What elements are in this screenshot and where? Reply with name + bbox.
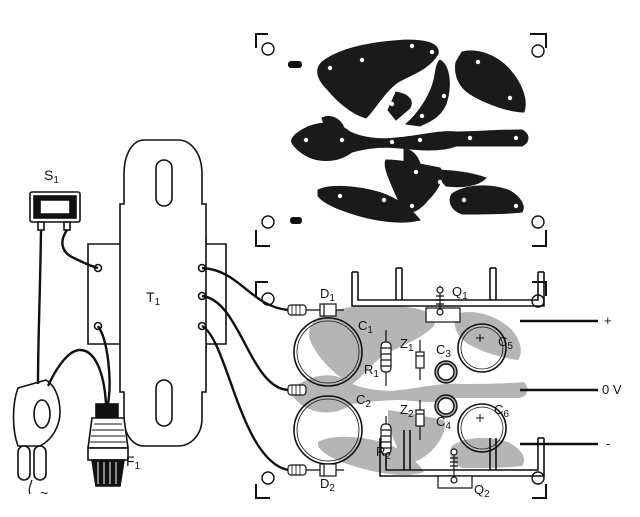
diode-d2 — [287, 463, 344, 477]
switch-s1 — [29, 191, 81, 231]
label-c1: C1 — [358, 318, 373, 336]
label-t1: T1 — [146, 289, 161, 308]
label-c2: C2 — [356, 392, 371, 410]
capacitor-c4 — [434, 394, 458, 418]
capacitor-c1 — [293, 317, 363, 387]
component-labels: S1 T1 F1 D1 D2 Q1 Q2 C1 C2 C3 C4 C5 C6 R… — [44, 167, 513, 500]
label-c4: C4 — [436, 414, 451, 432]
label-q2: Q2 — [474, 482, 490, 500]
label-d2: D2 — [320, 476, 335, 494]
label-r2: R2 — [376, 444, 391, 462]
resistor-r2 — [380, 416, 392, 466]
label-c5: C5 — [498, 334, 513, 352]
pcb-mounting-holes — [261, 42, 545, 229]
center-tap-link — [287, 384, 307, 396]
terminal-minus: - — [606, 436, 610, 451]
fuse-holder-f1 — [87, 403, 129, 487]
terminal-ac-mains: ~ — [40, 485, 48, 501]
board-corner-marks — [255, 281, 547, 499]
label-c3: C3 — [436, 342, 451, 360]
component-board — [255, 267, 598, 499]
power-plug — [12, 379, 61, 481]
terminal-labels: + 0 V - ~ — [40, 313, 622, 501]
pcb-copper-layout — [255, 33, 547, 247]
copper-shadow — [291, 305, 528, 475]
pcb-corner-marks — [255, 33, 547, 247]
transistor-q2 — [437, 448, 473, 489]
zener-z1 — [415, 340, 425, 380]
transformer-t1 — [87, 139, 227, 447]
label-z2: Z2 — [400, 402, 414, 420]
resistor-r1 — [380, 330, 392, 386]
heatsink-q1 — [351, 267, 545, 307]
capacitor-c6 — [457, 403, 507, 453]
pcb-drill-holes — [303, 43, 519, 209]
capacitor-c5 — [457, 323, 507, 373]
pcb-slot-pads — [288, 61, 302, 224]
terminal-plus: + — [604, 313, 612, 328]
label-z1: Z1 — [400, 336, 414, 354]
label-d1: D1 — [320, 286, 335, 304]
label-c6: C6 — [494, 402, 509, 420]
wiring — [28, 229, 289, 495]
label-r1: R1 — [364, 362, 379, 380]
pcb-traces — [291, 39, 529, 223]
output-wires — [520, 319, 598, 446]
label-q1: Q1 — [452, 284, 468, 302]
diode-d1 — [287, 303, 344, 317]
terminal-zero-volt: 0 V — [602, 382, 622, 397]
transistor-q1 — [425, 286, 461, 323]
capacitor-c3 — [434, 360, 458, 384]
label-s1: S1 — [44, 167, 59, 186]
zener-z2 — [415, 400, 425, 440]
label-f1: F1 — [126, 453, 141, 472]
